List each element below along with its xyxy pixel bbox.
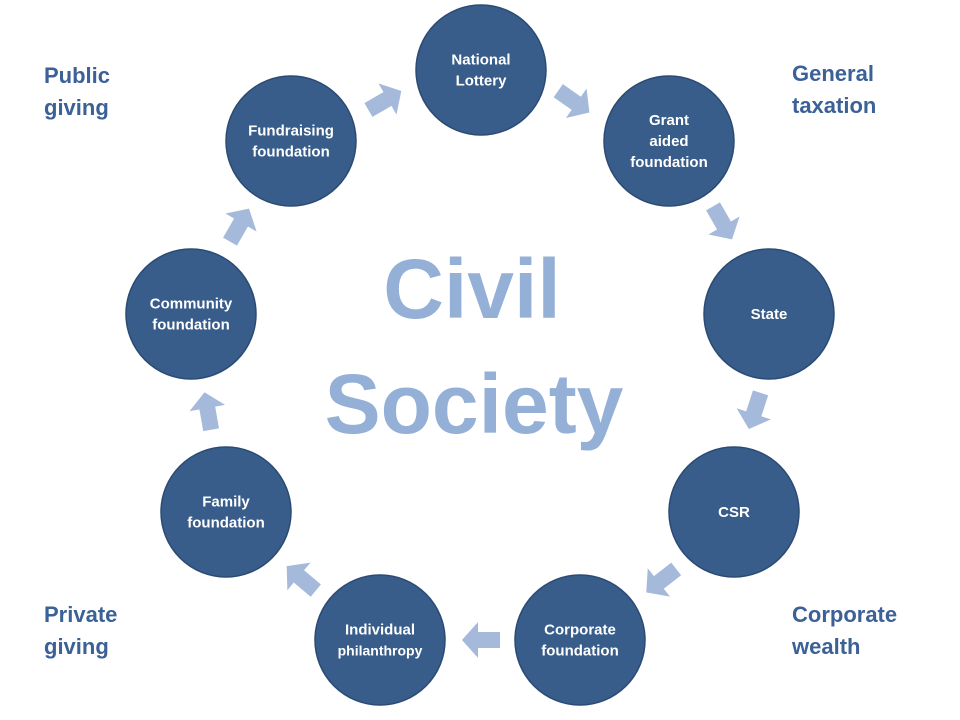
flow-arrow-icon bbox=[553, 84, 590, 119]
flow-arrows bbox=[189, 83, 771, 658]
node-label: Family bbox=[202, 494, 250, 511]
node-community-foundation: Community foundation bbox=[125, 248, 257, 380]
node-csr: CSR bbox=[668, 446, 800, 578]
flow-arrow-icon bbox=[286, 562, 321, 597]
node-circle bbox=[603, 75, 735, 207]
node-circle bbox=[703, 248, 835, 380]
node-label: Grant bbox=[649, 112, 689, 129]
node-label: State bbox=[751, 306, 788, 323]
node-circle bbox=[160, 446, 292, 578]
corner-label-corporate-wealth: Corporate wealth bbox=[792, 602, 898, 659]
node-circle bbox=[415, 4, 547, 136]
node-circle bbox=[125, 248, 257, 380]
node-label: National bbox=[451, 52, 510, 69]
node-grant-aided-foundation: Grant aided foundation bbox=[603, 75, 735, 207]
node-circle bbox=[225, 75, 357, 207]
node-label: foundation bbox=[541, 643, 618, 660]
node-label: foundation bbox=[187, 515, 264, 532]
node-label: Community bbox=[150, 296, 233, 313]
node-label: CSR bbox=[718, 504, 750, 521]
node-label: foundation bbox=[152, 317, 229, 334]
flow-arrow-icon bbox=[364, 83, 402, 117]
node-label: Fundraising bbox=[248, 123, 334, 140]
node-label: Individual bbox=[345, 622, 415, 639]
corner-label-public-giving: Public giving bbox=[44, 63, 111, 120]
node-label: foundation bbox=[252, 144, 329, 161]
node-label: aided bbox=[649, 133, 688, 150]
node-circle bbox=[514, 574, 646, 706]
diagram-nodes: NationalLotteryGrantaidedfoundationState… bbox=[125, 4, 835, 706]
center-title-line1: Civil bbox=[383, 242, 560, 336]
flow-arrow-icon bbox=[189, 392, 226, 432]
flow-arrow-icon bbox=[736, 390, 771, 430]
center-title-line2: Society bbox=[325, 357, 624, 451]
node-label: foundation bbox=[630, 154, 707, 171]
node-individual-philanthropy: Individual philanthropy bbox=[314, 574, 446, 706]
corner-label-private-giving: Private giving bbox=[44, 602, 118, 659]
flow-arrow-icon bbox=[646, 562, 682, 597]
node-fundraising-foundation: Fundraising foundation bbox=[225, 75, 357, 207]
corner-label-general-taxation: General taxation bbox=[792, 61, 877, 118]
node-state: State bbox=[703, 248, 835, 380]
node-label: Corporate bbox=[544, 622, 616, 639]
flow-arrow-icon bbox=[462, 622, 500, 658]
flow-arrow-icon bbox=[223, 208, 257, 246]
node-circle bbox=[668, 446, 800, 578]
node-corporate-foundation: Corporate foundation bbox=[514, 574, 646, 706]
node-family-foundation: Family foundation bbox=[160, 446, 292, 578]
node-label: philanthropy bbox=[338, 643, 423, 659]
node-label: Lottery bbox=[456, 73, 507, 90]
node-circle bbox=[314, 574, 446, 706]
flow-arrow-icon bbox=[706, 202, 740, 240]
